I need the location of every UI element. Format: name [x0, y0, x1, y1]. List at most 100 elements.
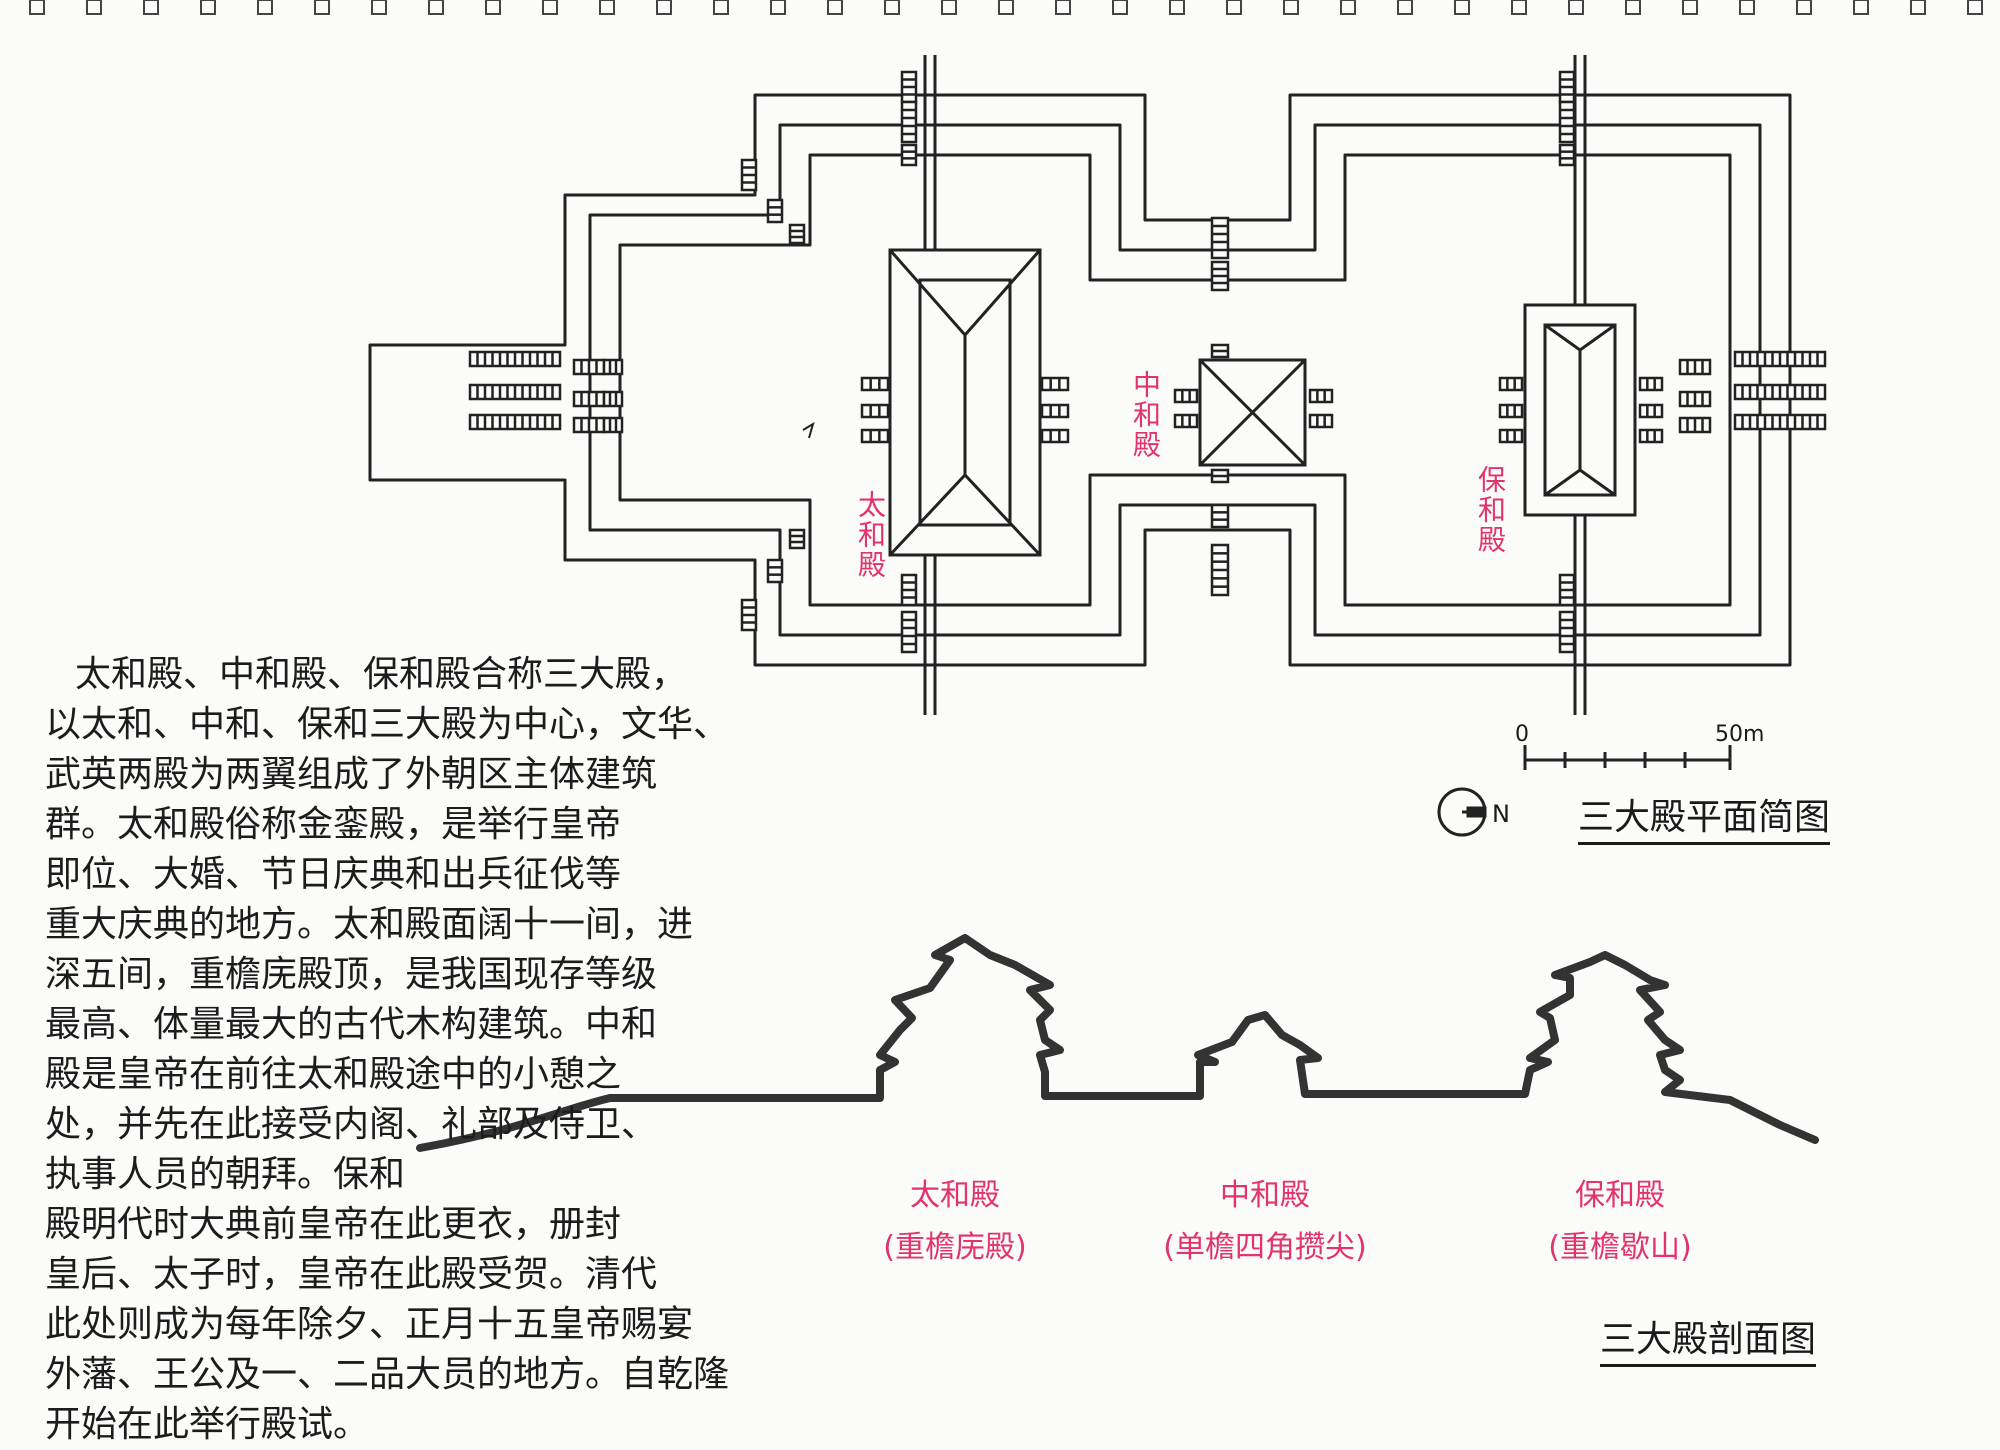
stair-symbol — [1173, 413, 1199, 429]
taihe-hall-plan — [888, 248, 1042, 557]
binding-ring — [1112, 0, 1128, 15]
binding-ring — [1682, 0, 1698, 15]
stair-symbol — [860, 403, 890, 419]
binding-ring — [884, 0, 900, 15]
section-label-taihe: 太和殿 (重檐庑殿) — [860, 1170, 1050, 1266]
description-line: 殿明代时大典前皇帝在此更衣，册封 — [45, 1204, 622, 1245]
stair-symbol — [1733, 383, 1827, 401]
description-line: 太和殿、中和殿、保和殿合称三大殿， — [75, 654, 688, 695]
stair-symbol — [1638, 403, 1664, 419]
binding-ring — [1625, 0, 1641, 15]
stair-symbol — [900, 100, 918, 144]
description-line: 处，并先在此接受内阁、礼部及侍卫、 — [45, 1104, 658, 1145]
stair-symbol — [788, 223, 806, 245]
stair-symbol — [766, 198, 784, 224]
stair-symbol — [1558, 143, 1576, 167]
section-label-baohe: 保和殿 (重檐歇山) — [1525, 1170, 1715, 1266]
section-zhonghe-roof: (单檐四角攒尖) — [1163, 1230, 1367, 1265]
stair-symbol — [1678, 358, 1712, 376]
description-line: 执事人员的朝拜。保和 — [45, 1154, 406, 1195]
stair-symbol — [1498, 428, 1524, 444]
binding-ring — [1055, 0, 1071, 15]
binding-ring — [257, 0, 273, 15]
binding-ring — [1454, 0, 1470, 15]
binding-ring — [428, 0, 444, 15]
section-zhonghe-name: 中和殿 — [1220, 1178, 1310, 1213]
stair-symbol — [1210, 343, 1230, 359]
section-silhouette — [416, 934, 1819, 1152]
plan-label-zhonghe: 中和殿 — [1129, 370, 1162, 460]
stair-symbol — [900, 70, 918, 104]
description-line: 即位、大婚、节日庆典和出兵征伐等 — [45, 854, 622, 895]
sketchbook-page: 太和殿 中和殿 保和殿 0 50m N 三大殿平面简图 太和殿 (重檐庑殿) 中… — [29, 0, 1983, 1445]
section-caption: 三大殿剖面图 — [1600, 1310, 1817, 1367]
stair-symbol — [1498, 376, 1524, 392]
binding-ring — [314, 0, 330, 15]
north-label: N — [1492, 800, 1510, 828]
stair-symbol — [572, 416, 606, 434]
binding-ring — [656, 0, 672, 15]
binding-ring — [1397, 0, 1413, 15]
binding-ring — [599, 0, 615, 15]
description-line: 群。太和殿俗称金銮殿，是举行皇帝 — [45, 804, 622, 845]
stair-symbol — [1733, 413, 1827, 431]
scale-start-label: 0 — [1515, 722, 1529, 747]
binding-ring — [143, 0, 159, 15]
plan-caption: 三大殿平面简图 — [1578, 788, 1831, 845]
site-plan-drawing — [368, 55, 1827, 1152]
binding-ring — [998, 0, 1014, 15]
binding-ring — [1169, 0, 1185, 15]
binding-ring — [1340, 0, 1356, 15]
stair-symbol — [602, 358, 624, 376]
stair-symbol — [1638, 376, 1664, 392]
terrace-outline-inner — [618, 153, 1732, 607]
zhonghe-hall-plan — [1198, 358, 1307, 467]
stair-symbol — [572, 390, 606, 408]
description-line: 皇后、太子时，皇帝在此殿受贺。清代 — [45, 1254, 658, 1295]
stair-symbol — [602, 416, 624, 434]
binding-ring — [29, 0, 45, 15]
stair-symbol — [468, 350, 562, 368]
section-baohe-roof: (重檐歇山) — [1548, 1230, 1692, 1265]
plan-label-baohe: 保和殿 — [1474, 465, 1507, 555]
terrace-outline-outer — [368, 93, 1792, 667]
section-label-zhonghe: 中和殿 (单檐四角攒尖) — [1150, 1170, 1380, 1266]
stair-symbol — [1210, 543, 1230, 597]
stair-symbol — [1308, 388, 1334, 404]
stair-symbol — [1040, 376, 1070, 392]
stair-symbol — [1210, 468, 1230, 484]
stair-symbol — [1558, 70, 1576, 104]
baohe-hall-plan — [1523, 303, 1637, 517]
stair-symbol — [1210, 260, 1230, 292]
north-arrow-icon — [1437, 787, 1487, 837]
description-line: 以太和、中和、保和三大殿为中心，文华、 — [45, 704, 730, 745]
description-line: 外藩、王公及一、二品大员的地方。自乾隆 — [45, 1354, 730, 1395]
description-text: 太和殿、中和殿、保和殿合称三大殿，以太和、中和、保和三大殿为中心，文华、武英两殿… — [45, 650, 730, 1450]
stair-symbol — [1308, 413, 1334, 429]
stair-symbol — [900, 610, 918, 654]
stair-symbol — [1678, 390, 1712, 408]
binding-ring — [827, 0, 843, 15]
description-line: 开始在此举行殿试。 — [45, 1404, 370, 1445]
stair-symbol — [740, 598, 758, 632]
binding-ring — [371, 0, 387, 15]
stair-symbol — [1678, 416, 1712, 434]
stair-symbol — [1638, 428, 1664, 444]
binding-ring — [1967, 0, 1983, 15]
plan-label-taihe: 太和殿 — [854, 490, 887, 580]
description-line: 殿是皇帝在前往太和殿途中的小憩之 — [45, 1054, 622, 1095]
stair-symbol — [1498, 403, 1524, 419]
stair-symbol — [1558, 573, 1576, 607]
stair-symbol — [766, 558, 784, 584]
binding-ring — [200, 0, 216, 15]
stair-symbol — [900, 143, 918, 167]
binding-ring — [1910, 0, 1926, 15]
description-line: 此处则成为每年除夕、正月十五皇帝赐宴 — [45, 1304, 694, 1345]
stair-symbol — [1558, 610, 1576, 654]
stair-symbol — [1210, 216, 1230, 260]
stair-symbol — [740, 158, 758, 192]
stair-symbol — [468, 383, 562, 401]
stair-symbol — [1040, 428, 1070, 444]
binding-ring — [713, 0, 729, 15]
description-line: 深五间，重檐庑殿顶，是我国现存等级 — [45, 954, 658, 995]
